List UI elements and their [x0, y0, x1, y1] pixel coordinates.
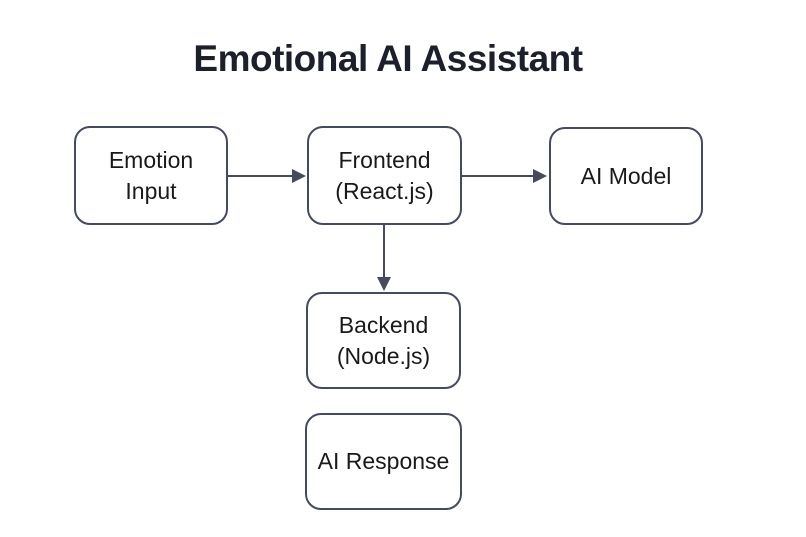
diagram-title: Emotional AI Assistant: [193, 38, 583, 79]
node-backend-label: Backend (Node.js): [336, 311, 431, 369]
edge-frontend-to-ai-model: [462, 169, 547, 183]
node-emotion-input: Emotion Input: [74, 126, 228, 225]
node-emotion-input-label: Emotion Input: [108, 146, 194, 204]
node-backend: Backend (Node.js): [306, 292, 461, 389]
edge-frontend-to-backend: [377, 225, 391, 291]
node-frontend-label: Frontend (React.js): [335, 146, 434, 204]
node-ai-response-label: AI Response: [317, 448, 450, 475]
node-ai-model-label: AI Model: [580, 162, 672, 189]
node-ai-response: AI Response: [305, 413, 462, 510]
edge-emotion-input-to-frontend: [228, 169, 306, 183]
node-frontend: Frontend (React.js): [307, 126, 462, 225]
node-ai-model: AI Model: [549, 127, 703, 225]
